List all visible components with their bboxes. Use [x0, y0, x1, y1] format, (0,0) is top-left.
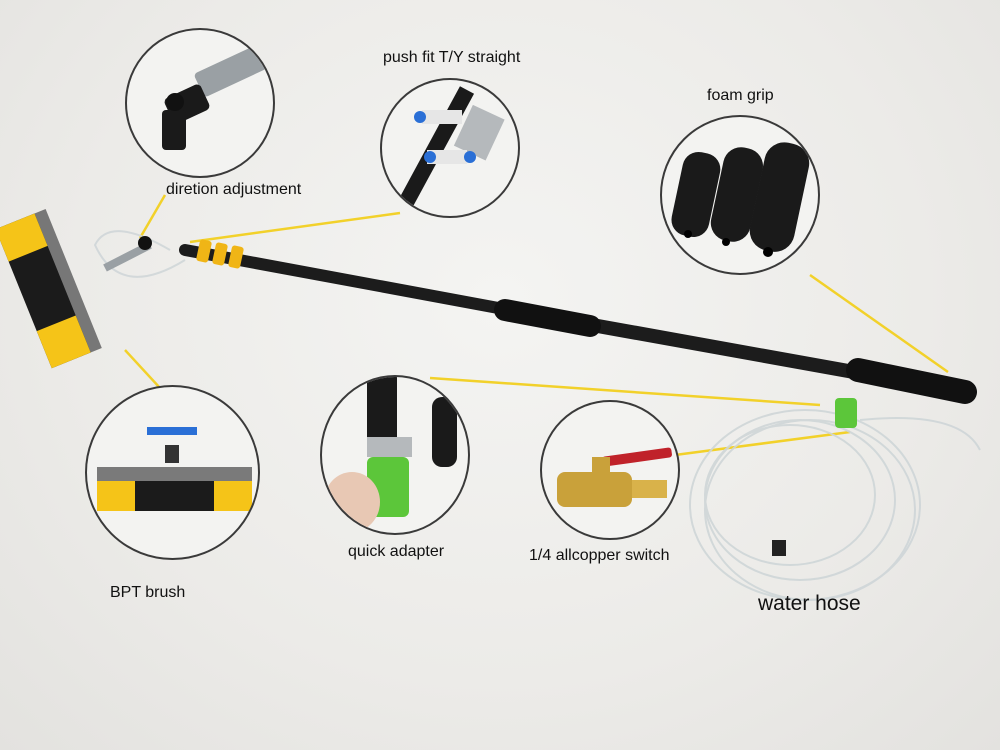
detail-bpt-brush	[85, 385, 260, 560]
hose-end-valve	[772, 540, 786, 556]
brush-detail-icon	[97, 427, 252, 511]
telescopic-pole	[103, 236, 977, 404]
label-bpt-brush: BPT brush	[110, 584, 186, 601]
angle-adapter-icon	[162, 45, 267, 150]
detail-foam-grip	[660, 115, 820, 275]
label-quick-adapter: quick adapter	[348, 543, 445, 560]
label-copper-switch: 1/4 allcopper switch	[529, 547, 670, 564]
label-direction-adjustment: diretion adjustment	[166, 181, 302, 198]
label-foam-grip: foam grip	[707, 87, 774, 104]
detail-push-fit	[380, 78, 520, 218]
water-hose-coil	[93, 230, 981, 601]
push-fit-connector-icon	[394, 86, 505, 214]
brass-valve-icon	[557, 447, 672, 507]
label-push-fit: push fit T/Y straight	[383, 49, 521, 66]
brush-head	[0, 208, 102, 369]
label-water-hose: water hose	[758, 592, 861, 615]
leader-lines	[124, 194, 949, 457]
foam-grip-icon	[671, 142, 810, 257]
detail-copper-switch	[540, 400, 680, 540]
detail-quick-adapter	[320, 375, 470, 535]
detail-direction-adjustment	[125, 28, 275, 178]
hose-connector	[835, 398, 857, 428]
quick-adapter-icon	[324, 377, 457, 532]
